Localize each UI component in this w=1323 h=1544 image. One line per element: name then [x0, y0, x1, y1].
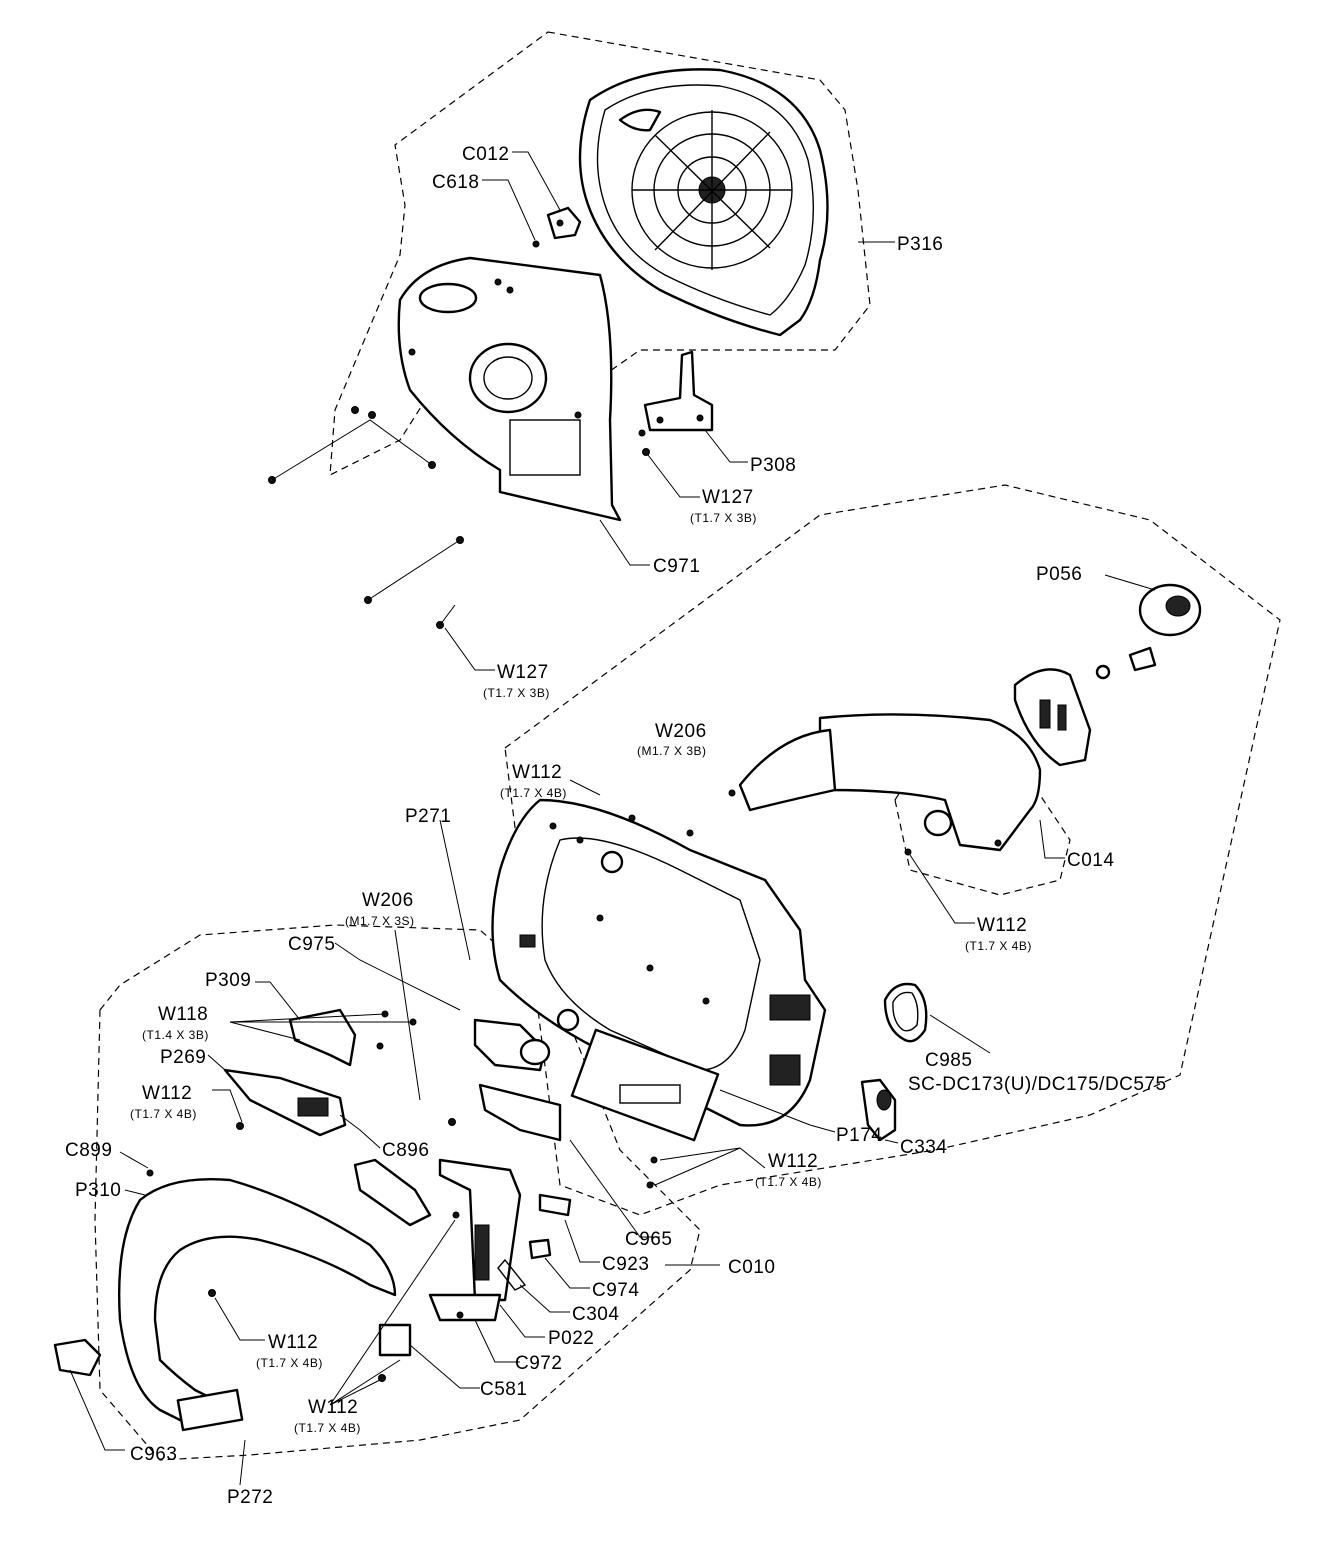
label-w118-sub: (T1.4 X 3B) — [142, 1028, 209, 1042]
label-c581: C581 — [480, 1379, 527, 1400]
c012-bracket — [532, 206, 582, 248]
c923-c974-parts — [497, 1193, 572, 1291]
label-w112-b: W112 — [977, 915, 1027, 936]
label-p269: P269 — [160, 1047, 206, 1068]
label-c965: C965 — [625, 1229, 672, 1250]
label-c971: C971 — [653, 556, 700, 577]
label-p308: P308 — [750, 455, 796, 476]
c581-part — [378, 1323, 412, 1357]
label-c618: C618 — [432, 172, 479, 193]
label-w112-e-sub: (T1.7 X 4B) — [256, 1356, 323, 1370]
main-group-outline — [504, 484, 1281, 1216]
label-c010: C010 — [728, 1257, 775, 1278]
top-screws — [268, 406, 464, 629]
label-c923: C923 — [602, 1254, 649, 1275]
c971-plate — [397, 256, 622, 522]
label-c896: C896 — [382, 1140, 429, 1161]
part-labels: C012 C618 P316 P308 W127 (T1.7 X 3B) C97… — [65, 144, 1167, 1508]
label-c972: C972 — [515, 1353, 562, 1374]
label-w112-c: W112 — [142, 1083, 192, 1104]
lower-screws — [146, 1118, 658, 1382]
label-c975: C975 — [288, 934, 335, 955]
lower-group-outline — [94, 924, 701, 1461]
label-p310: P310 — [75, 1180, 121, 1201]
label-p174: P174 — [836, 1125, 882, 1146]
p316-grill-cover — [578, 68, 829, 337]
p269-board — [223, 1068, 347, 1137]
c963-clip — [53, 1338, 102, 1377]
p310-handle — [117, 1178, 397, 1432]
label-w127-low-sub: (T1.7 X 3B) — [483, 686, 550, 700]
label-p272: P272 — [227, 1487, 273, 1508]
label-w112-f-sub: (T1.7 X 4B) — [294, 1421, 361, 1435]
label-w112-d-sub: (T1.7 X 4B) — [755, 1175, 822, 1189]
c014-grip-strap — [738, 713, 1042, 856]
label-w206-top: W206 — [655, 721, 707, 742]
label-p309: P309 — [205, 970, 251, 991]
label-c974: C974 — [592, 1280, 639, 1301]
label-c334: C334 — [900, 1137, 947, 1158]
label-w112-d: W112 — [768, 1151, 818, 1172]
label-w206-top-sub: (M1.7 X 3B) — [637, 744, 707, 758]
label-p316: P316 — [897, 234, 943, 255]
label-w112-e: W112 — [268, 1332, 318, 1353]
label-w206-mid-sub: (M1.7 X 3S) — [345, 914, 415, 928]
label-w112-b-sub: (T1.7 X 4B) — [965, 939, 1032, 953]
label-w127-top: W127 — [702, 487, 754, 508]
label-p271: P271 — [405, 806, 451, 827]
label-w127-low: W127 — [497, 662, 549, 683]
label-w118: W118 — [158, 1004, 208, 1025]
label-w112-a: W112 — [512, 762, 562, 783]
c896-bracket — [353, 1158, 432, 1227]
label-w112-c-sub: (T1.7 X 4B) — [130, 1107, 197, 1121]
label-w112-a-sub: (T1.7 X 4B) — [500, 786, 567, 800]
c334-cap — [860, 1078, 897, 1142]
p056-dial — [1013, 583, 1202, 767]
p309-bracket — [288, 1008, 417, 1067]
label-c304: C304 — [572, 1304, 619, 1325]
p271-assembly — [473, 1018, 562, 1142]
label-w206-mid: W206 — [362, 890, 414, 911]
label-w112-f: W112 — [308, 1397, 358, 1418]
label-p022: P022 — [548, 1328, 594, 1349]
label-c985: C985 — [925, 1050, 972, 1071]
p308-bracket — [638, 350, 714, 456]
label-p056: P056 — [1036, 564, 1082, 585]
leader-lines — [69, 151, 1156, 1486]
label-c014: C014 — [1067, 850, 1114, 871]
label-w127-top-sub: (T1.7 X 3B) — [690, 511, 757, 525]
p022-board — [428, 1158, 522, 1322]
label-c899: C899 — [65, 1140, 112, 1161]
label-c012: C012 — [462, 144, 509, 165]
label-c963: C963 — [130, 1444, 177, 1465]
c985-strap — [883, 982, 928, 1043]
label-c985-models: SC-DC173(U)/DC175/DC575 — [908, 1074, 1167, 1095]
p174-main-frame — [491, 789, 827, 1142]
